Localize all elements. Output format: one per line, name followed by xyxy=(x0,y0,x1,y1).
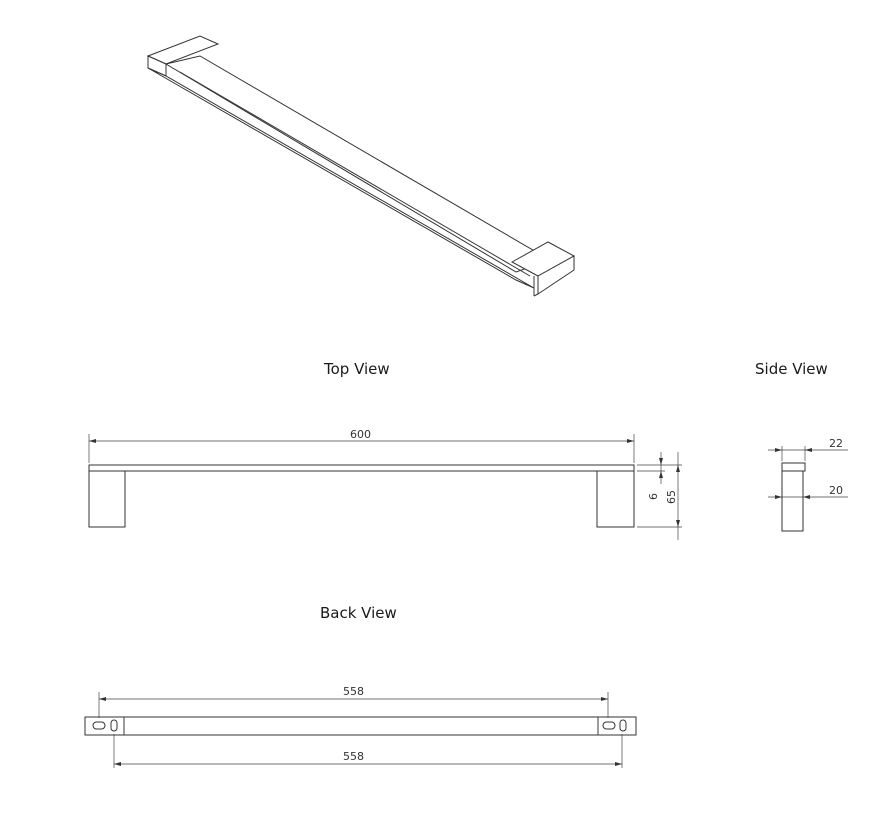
back-view-title: Back View xyxy=(320,604,397,622)
back-view: 558 558 xyxy=(84,685,637,768)
dim-projection: 65 xyxy=(665,490,678,504)
mounting-slot-right-outer xyxy=(619,719,627,732)
mounting-slot-left-inner xyxy=(110,719,118,732)
isometric-view xyxy=(146,35,576,297)
mounting-slot-right-inner xyxy=(602,721,616,730)
side-view-title: Side View xyxy=(755,360,828,378)
dim-side-width-top: 22 xyxy=(829,437,843,450)
dim-hole-centers-bottom: 558 xyxy=(343,750,364,763)
top-view: 600 6 65 xyxy=(88,428,682,540)
top-view-title: Top View xyxy=(324,360,390,378)
dim-hole-centers-top: 558 xyxy=(343,685,364,698)
mounting-slot-left-outer xyxy=(92,721,106,730)
dim-bar-thickness: 6 xyxy=(647,493,660,500)
side-view: 22 20 xyxy=(768,437,848,532)
dim-overall-length: 600 xyxy=(350,428,371,441)
dim-side-width-bottom: 20 xyxy=(829,484,843,497)
